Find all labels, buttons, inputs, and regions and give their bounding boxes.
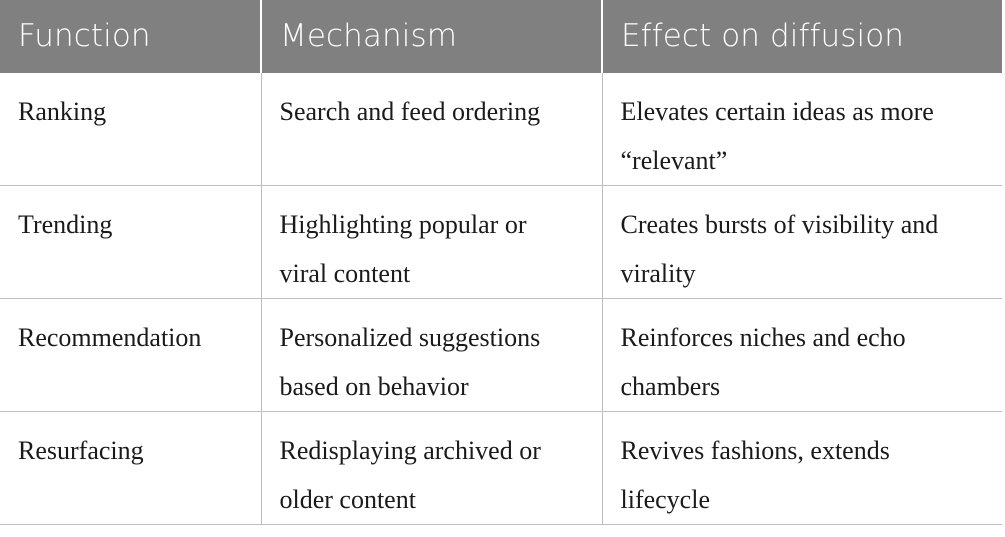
cell-effect: Elevates certain ideas as more “relevant… [602,73,1002,186]
cell-effect: Reinforces niches and echo chambers [602,298,1002,412]
column-header-function: Function [0,0,262,73]
cell-effect: Revives fashions, extends lifecycle [602,411,1002,525]
header-row: Function Mechanism Effect on diffusion [0,0,1002,73]
cell-function: Ranking [0,73,262,186]
table-row: Trending Highlighting popular or viral c… [0,185,1002,299]
cell-text-line: Search and feed ordering [279,97,541,126]
table-row: Ranking Search and feed ordering Elevate… [0,73,1002,186]
cell-text-line: Reinforces niches and echo [620,323,906,352]
cell-text-line: Personalized suggestions [279,323,541,352]
cell-text-line: lifecycle [620,485,711,514]
column-header-mechanism: Mechanism [261,0,603,73]
cell-function: Trending [0,185,262,299]
table-row: Recommendation Personalized suggestions … [0,298,1002,412]
cell-text-line: based on behavior [279,372,469,401]
cell-text-line: Creates bursts of visibility and [620,210,939,239]
cell-effect: Creates bursts of visibility and viralit… [602,185,1002,299]
cell-text-line: Highlighting popular or [279,210,527,239]
cell-text-line: older content [279,485,416,514]
cell-text-line: Elevates certain ideas as more [620,97,934,126]
algorithmic-functions-table: Function Mechanism Effect on diffusion R… [0,0,1002,525]
cell-text-line: Redisplaying archived or [279,436,541,465]
cell-text-line: Revives fashions, extends [620,436,890,465]
cell-text-line: virality [620,259,696,288]
cell-mechanism: Personalized suggestions based on behavi… [261,298,603,412]
cell-text-line: chambers [620,372,721,401]
cell-text-line: viral content [279,259,411,288]
column-header-effect-on-diffusion: Effect on diffusion [602,0,1002,73]
cell-mechanism: Search and feed ordering [261,73,603,186]
cell-mechanism: Redisplaying archived or older content [261,411,603,525]
table-body: Ranking Search and feed ordering Elevate… [0,73,1002,525]
cell-text-line: “relevant” [620,146,728,175]
cell-mechanism: Highlighting popular or viral content [261,185,603,299]
cell-function: Recommendation [0,298,262,412]
table-header: Function Mechanism Effect on diffusion [0,0,1002,73]
cell-function: Resurfacing [0,411,262,525]
table-row: Resurfacing Redisplaying archived or old… [0,411,1002,525]
